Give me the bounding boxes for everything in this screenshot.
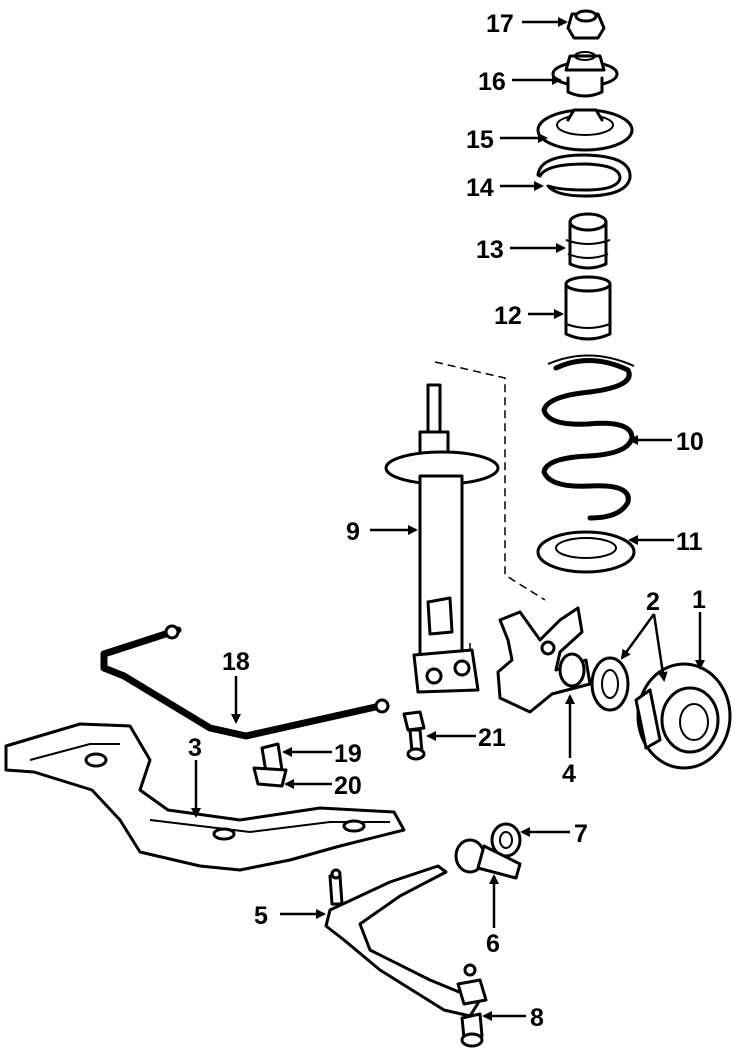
part-21-stabilizer-link [402, 710, 426, 761]
callout-1: 1 [692, 586, 706, 614]
callout-15: 15 [466, 126, 494, 154]
part-3-crossmember [4, 722, 406, 872]
part-16-strut-mount [551, 51, 619, 98]
callout-13: 13 [476, 236, 504, 264]
callout-6: 6 [486, 930, 500, 958]
part-14-spring-insulator [536, 153, 632, 198]
assembly-guide-lines [434, 361, 546, 690]
callout-9: 9 [346, 518, 360, 546]
callout-7: 7 [574, 820, 588, 848]
part-9-strut-assembly [384, 383, 500, 694]
part-15-upper-spring-seat [536, 108, 634, 152]
callout-5: 5 [254, 902, 268, 930]
part-19-20-bushing-bracket [252, 742, 288, 788]
callout-20: 20 [334, 772, 362, 800]
part-6-bushing-bracket [454, 838, 522, 880]
callout-11: 11 [676, 528, 703, 556]
leader-lines [191, 17, 705, 1021]
callout-12: 12 [494, 302, 522, 330]
part-12-dust-boot [564, 275, 612, 341]
part-13-bump-stop [565, 212, 611, 270]
part-5-lower-control-arm [324, 864, 488, 1018]
callout-3: 3 [188, 734, 202, 762]
part-18-stabilizer-bar [100, 624, 390, 740]
part-4-steering-knuckle [496, 606, 592, 714]
callout-2: 2 [646, 588, 660, 616]
callout-10: 10 [676, 428, 704, 456]
part-2-bearing-seals [590, 656, 630, 712]
callout-17: 17 [486, 10, 514, 38]
callout-16: 16 [478, 68, 506, 96]
callout-8: 8 [530, 1004, 544, 1032]
part-11-lower-spring-seat [536, 530, 636, 574]
callout-labels: 17 16 15 14 13 12 10 9 11 2 1 18 3 19 21… [188, 10, 706, 1032]
callout-14: 14 [466, 174, 494, 202]
callout-21: 21 [478, 724, 506, 752]
callout-19: 19 [334, 740, 362, 768]
part-10-coil-spring [541, 354, 635, 521]
part-8-ball-joint [460, 1012, 484, 1048]
part-1-wheel-hub [634, 662, 732, 770]
callout-4: 4 [562, 760, 576, 788]
part-7-control-arm-bushing [490, 822, 522, 858]
callout-18: 18 [222, 648, 250, 676]
part-17-mount-cap [566, 9, 606, 40]
